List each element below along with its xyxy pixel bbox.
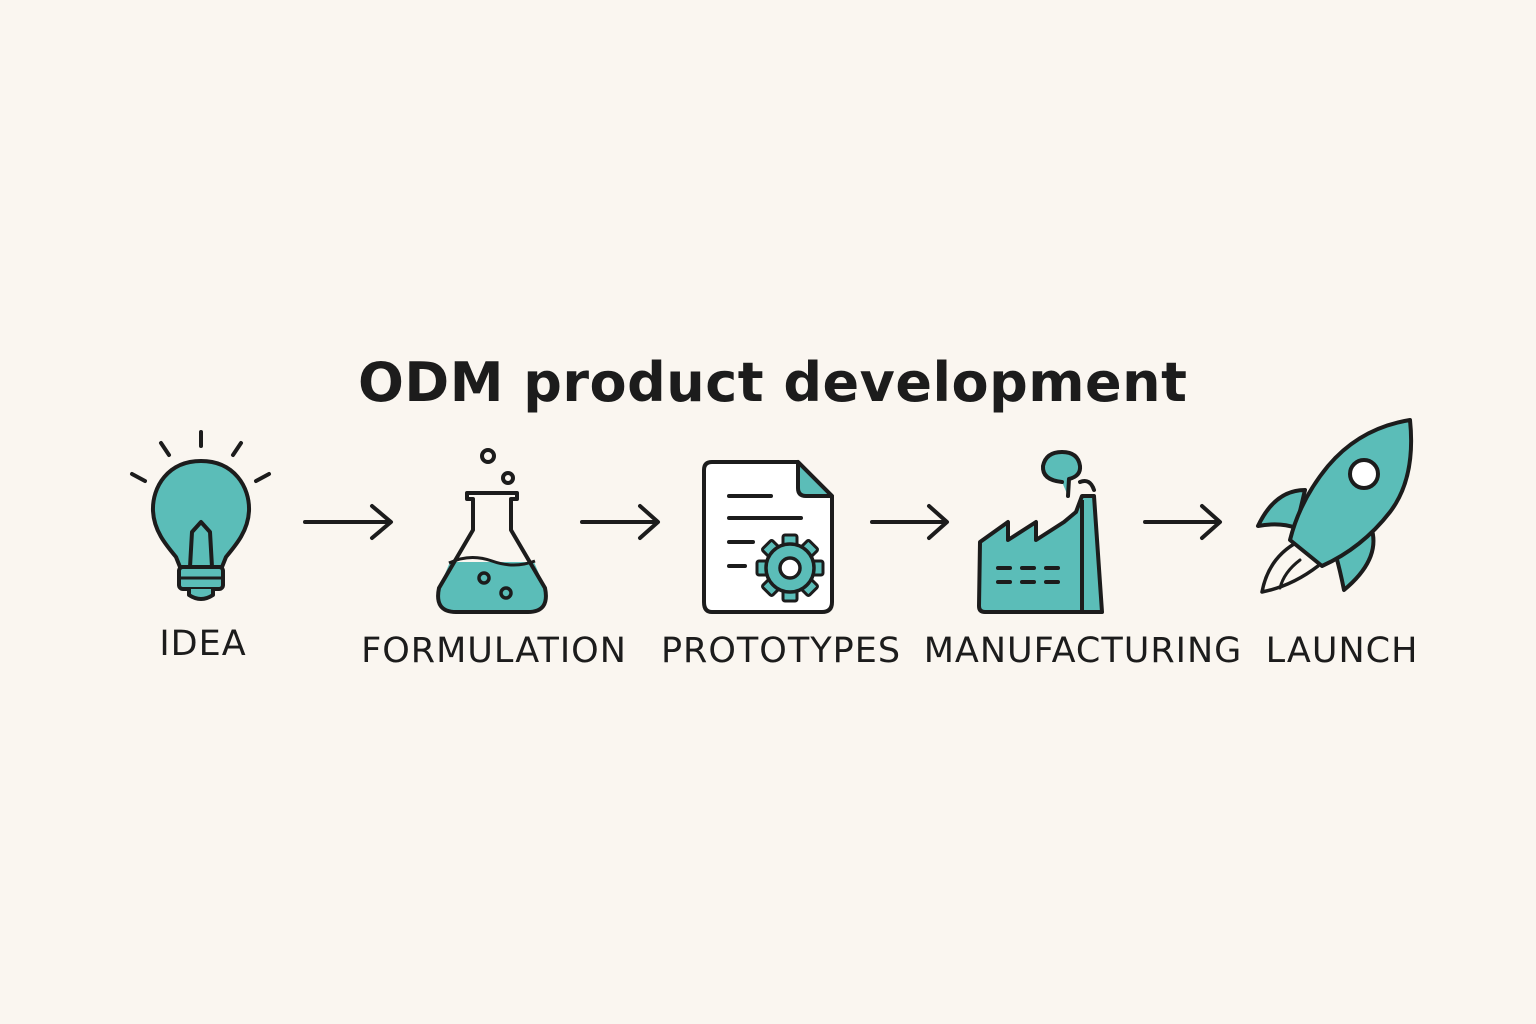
- flask-icon: [436, 448, 548, 614]
- arrow-right-icon: [580, 504, 660, 540]
- arrow-right-icon: [870, 504, 949, 540]
- step-label-launch: LAUNCH: [1265, 631, 1419, 671]
- arrow-right-icon: [303, 504, 393, 540]
- document-gear-icon: [702, 460, 834, 614]
- step-label-manufacturing: MANUFACTURING: [923, 631, 1243, 671]
- rocket-icon: [1256, 418, 1414, 594]
- arrow-right-icon: [1143, 504, 1222, 540]
- lightbulb-icon: [130, 430, 271, 601]
- step-label-formulation: FORMULATION: [361, 631, 627, 671]
- step-label-prototypes: PROTOTYPES: [660, 631, 902, 671]
- step-label-idea: IDEA: [159, 624, 247, 664]
- diagram-title: ODM product development: [358, 351, 1188, 414]
- factory-icon: [977, 450, 1104, 614]
